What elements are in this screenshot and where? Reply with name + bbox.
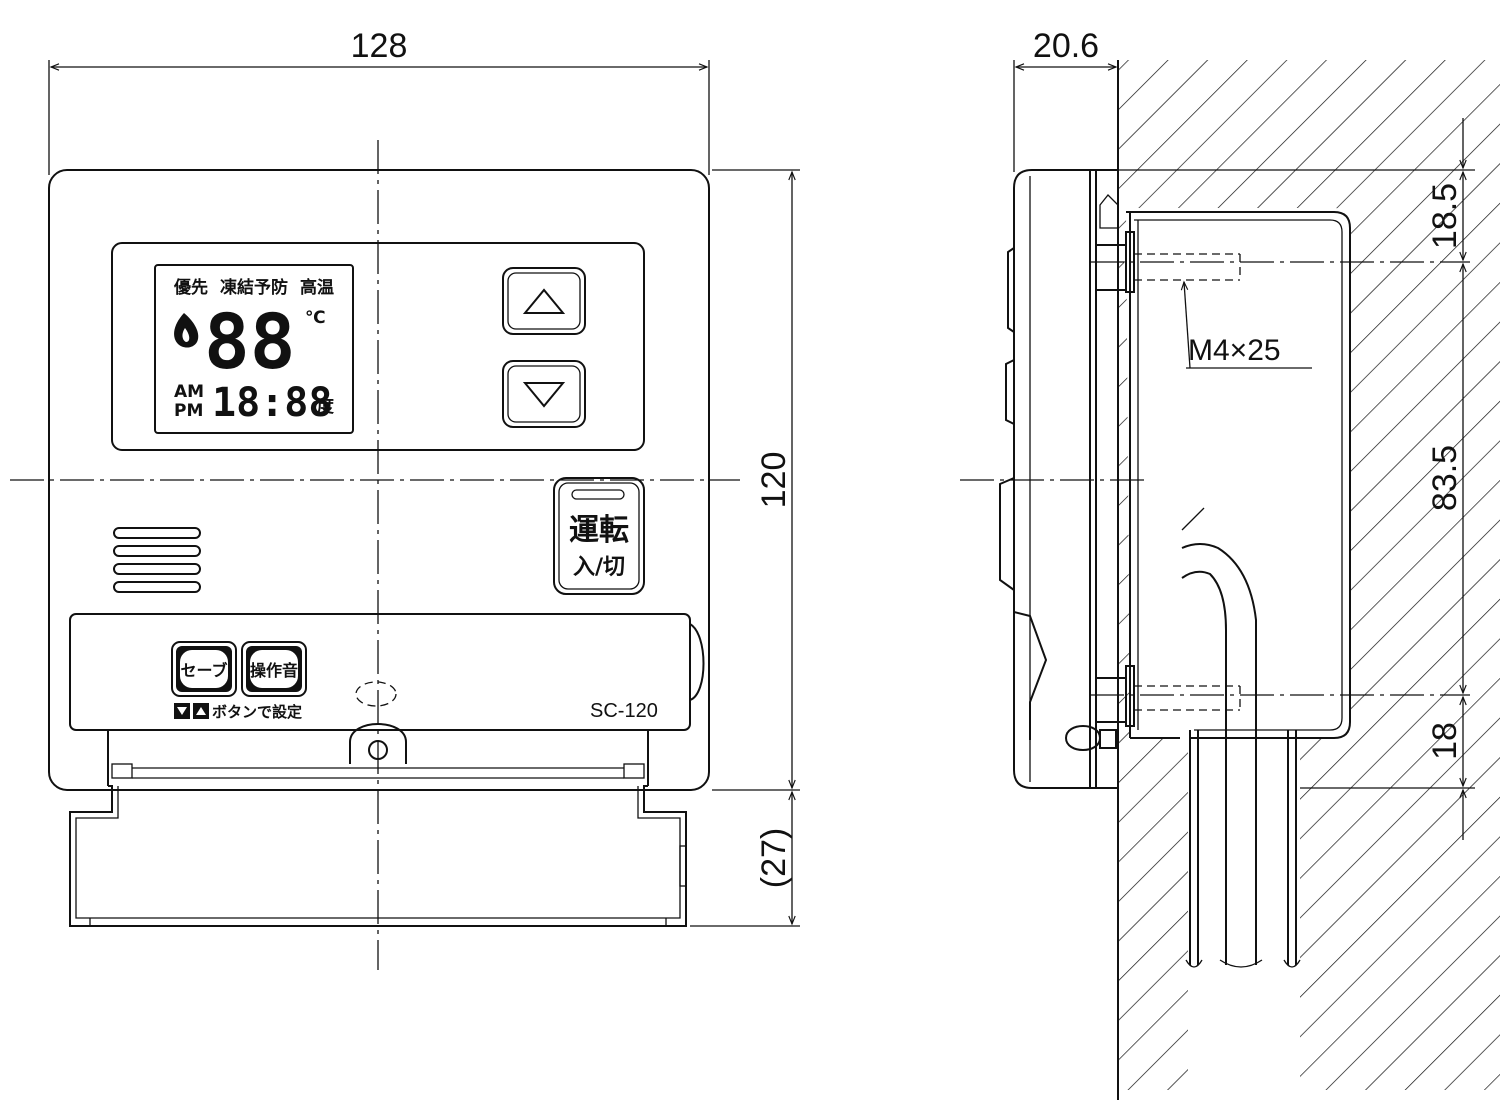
cable <box>1181 507 1263 968</box>
lcd-screen <box>154 264 354 434</box>
lcd-label-high: 高温 <box>300 277 334 298</box>
remote-side-body <box>1013 169 1097 789</box>
power-button-sublabel: 入/切 <box>573 555 625 580</box>
model-label: SC-120 <box>590 700 658 722</box>
cover-dimension: (27) <box>690 790 800 927</box>
power-button-label: 運転 <box>569 513 629 548</box>
embedded-box <box>1126 211 1351 739</box>
depth-dimension: 20.6 <box>1013 27 1118 172</box>
side-button-down <box>1005 359 1015 425</box>
open-cover <box>69 785 687 927</box>
side-latch <box>689 623 705 701</box>
display-panel <box>111 242 645 451</box>
height-dimension: 120 <box>712 169 800 791</box>
save-button[interactable]: セーブ <box>171 641 237 697</box>
lcd-temperature-unit: ℃ <box>305 308 326 328</box>
up-button[interactable] <box>502 267 586 335</box>
depth-label: 20.6 <box>1033 27 1099 65</box>
lcd-am: AM <box>174 382 204 402</box>
top-offset-label: 18.5 <box>1426 183 1464 249</box>
lcd-time-digits: 18:88 <box>212 380 332 426</box>
cover-extension-label: (27) <box>755 828 793 888</box>
side-view: M4×25 20.6 18.5 83.5 18 <box>960 27 1500 1120</box>
lcd-label-priority: 優先 <box>173 277 208 298</box>
screw-bottom <box>1064 665 1241 751</box>
wall-hatching <box>1118 60 1500 1100</box>
up-triangle-icon <box>522 288 566 314</box>
height-label: 120 <box>755 452 793 509</box>
conduit-pipe <box>1185 730 1301 968</box>
width-dimension: 128 <box>48 27 710 175</box>
right-dimensions: 18.5 83.5 18 <box>1118 118 1475 840</box>
sound-button[interactable]: 操作音 <box>241 641 307 697</box>
setting-hint: ボタンで設定 <box>174 703 302 721</box>
down-triangle-icon <box>522 382 566 408</box>
sound-button-label: 操作音 <box>250 661 298 680</box>
power-indicator-lamp <box>571 489 625 500</box>
lcd-label-freeze: 凍結予防 <box>220 277 288 298</box>
save-button-label: セーブ <box>180 661 227 680</box>
setting-hint-text: ボタンで設定 <box>212 703 302 721</box>
side-cover-latch <box>1013 611 1048 740</box>
screw-hole-hidden <box>355 681 397 707</box>
flame-icon <box>174 313 199 348</box>
width-label: 128 <box>351 27 408 65</box>
power-button[interactable]: 運転 入/切 <box>553 477 645 595</box>
down-button[interactable] <box>502 360 586 428</box>
side-button-power <box>999 477 1015 591</box>
hinge-hole <box>368 740 388 760</box>
wall-plate <box>1095 169 1119 789</box>
bottom-offset-label: 18 <box>1426 722 1464 760</box>
remote-body-outline <box>48 169 710 791</box>
speaker-grille <box>113 527 201 593</box>
side-button-up <box>1007 247 1015 333</box>
screw-pitch-label: 83.5 <box>1426 445 1464 511</box>
screw-label: M4×25 <box>1188 334 1281 367</box>
lcd-reservation-mark: 度 <box>317 396 335 417</box>
lcd-pm: PM <box>174 401 203 421</box>
lcd-temperature-digits: 88 <box>204 297 296 386</box>
cover-hinge <box>107 730 649 786</box>
front-view: 128 優先 凍結予防 高温 88 ℃ AM PM 18:88 度 <box>10 27 800 970</box>
lcd-content: 優先 凍結予防 高温 88 ℃ AM PM 18:88 度 <box>173 277 335 426</box>
screw-callout: M4×25 <box>1180 280 1312 369</box>
hinge-boss <box>349 723 407 764</box>
